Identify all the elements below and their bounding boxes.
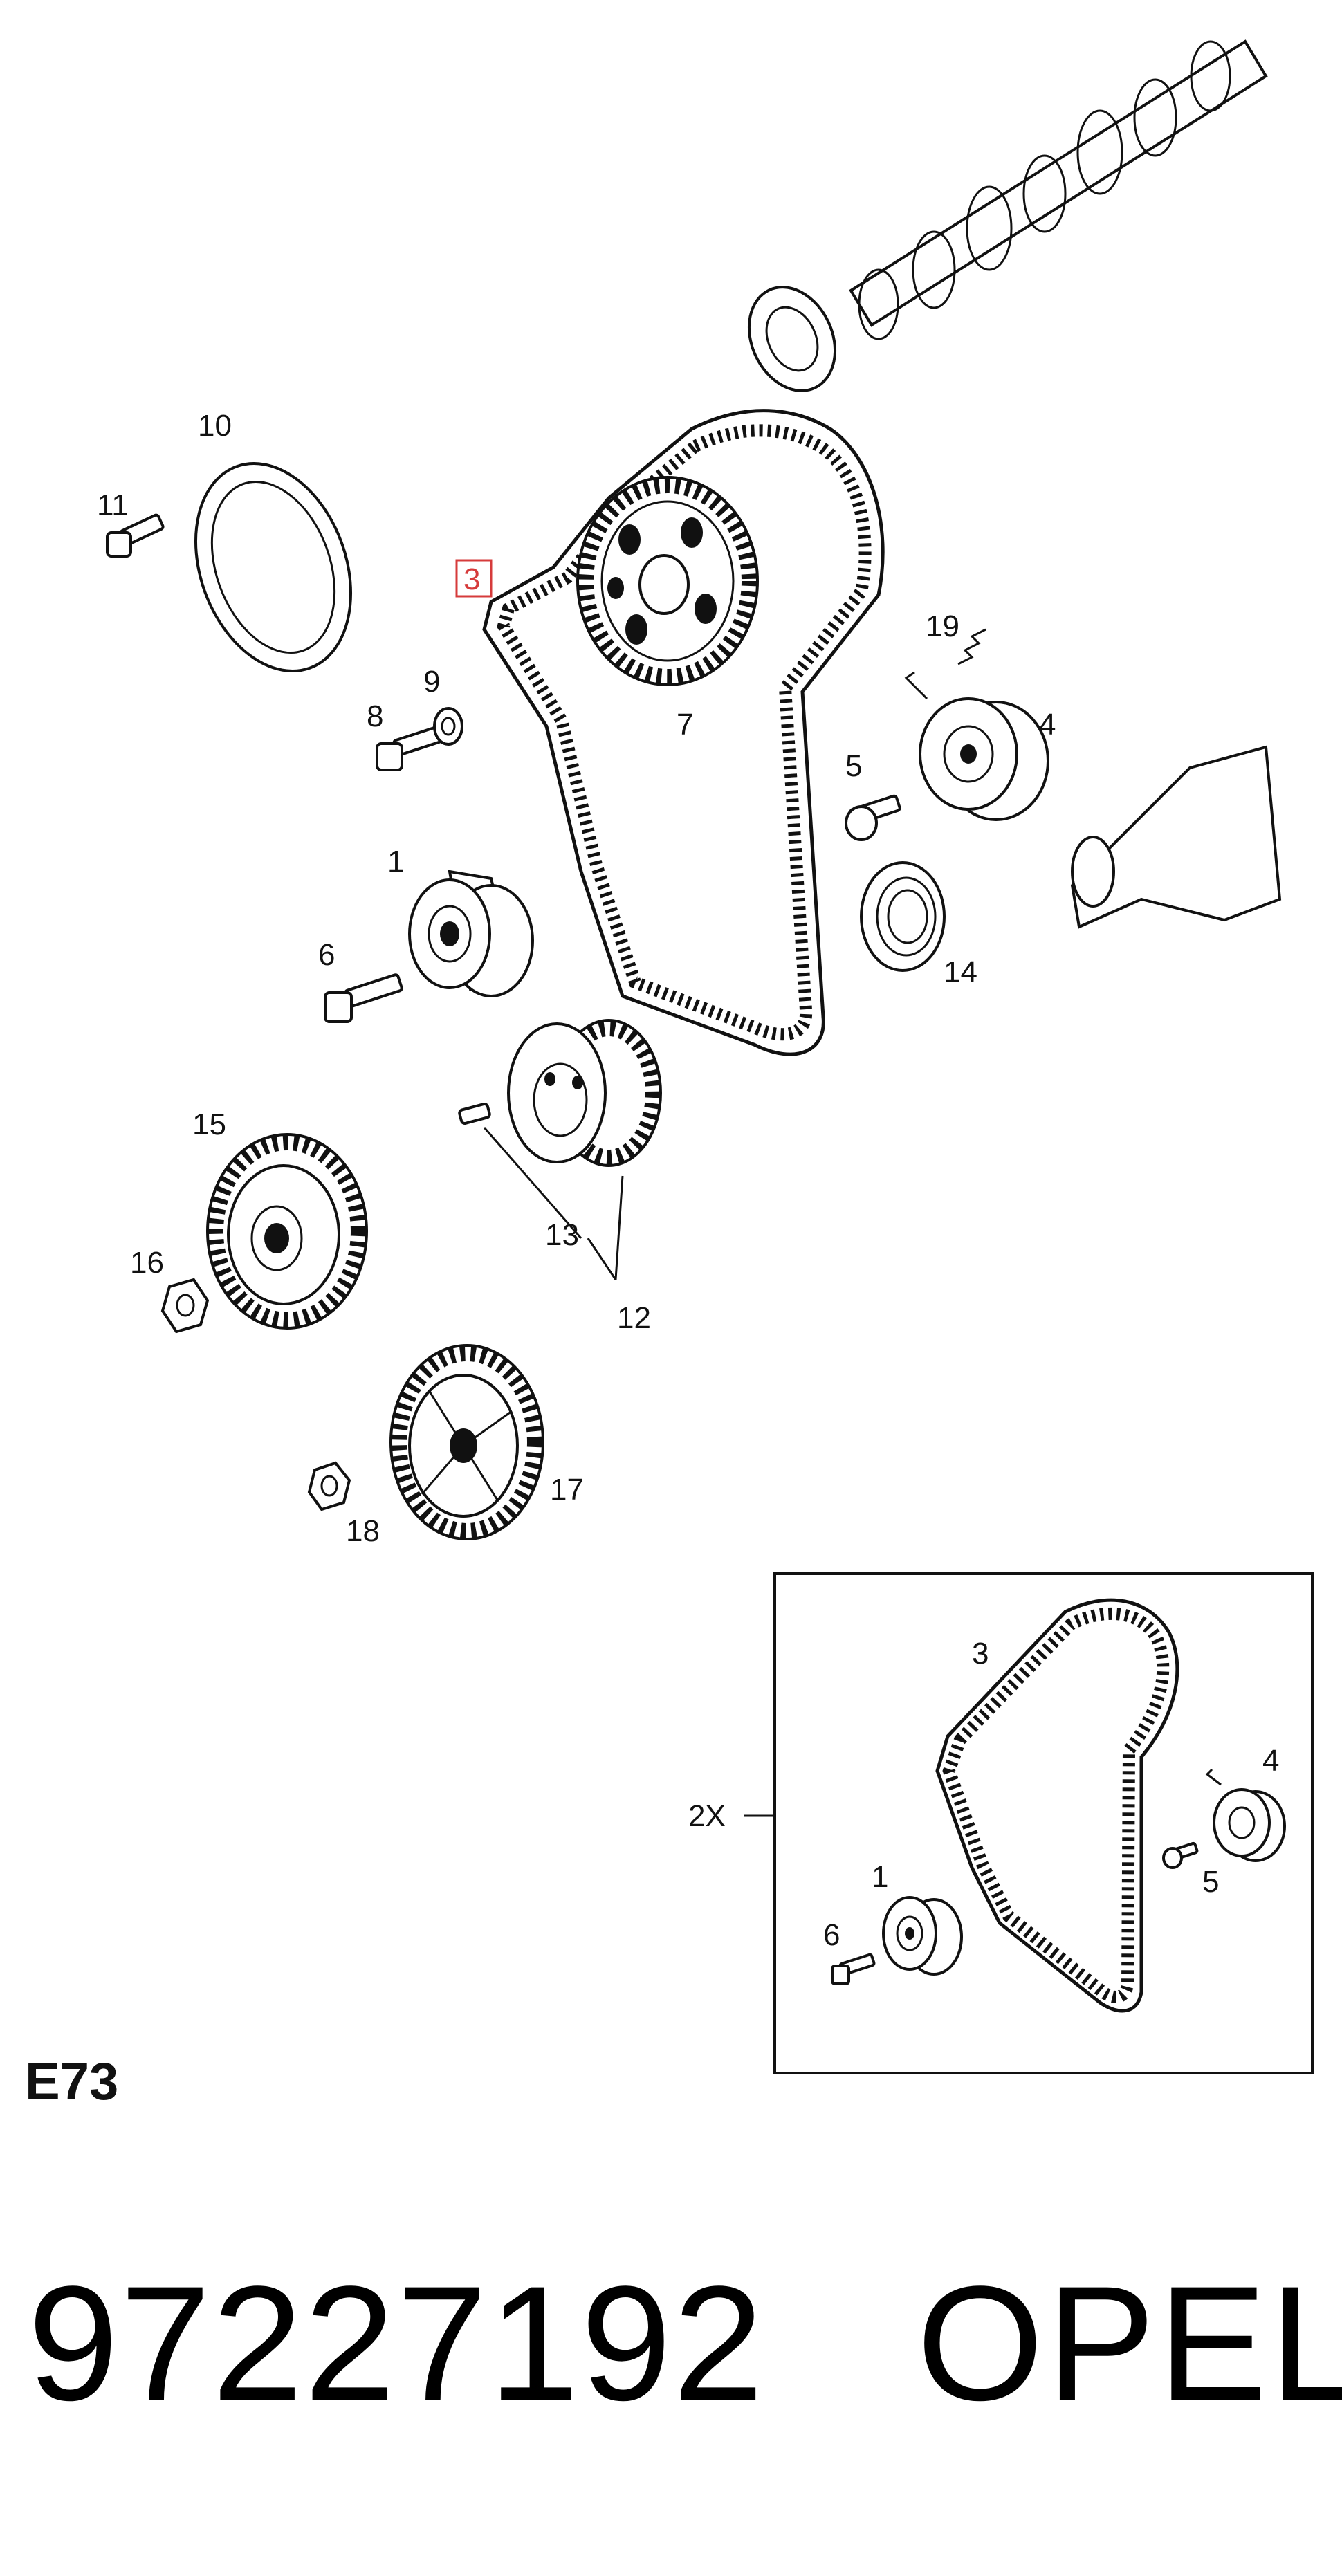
callout-10: 10 <box>198 409 232 443</box>
inset-callout-6: 6 <box>823 1918 840 1952</box>
callout-17: 17 <box>550 1473 584 1507</box>
camshaft-sprocket <box>576 476 759 686</box>
rear-cover-plate <box>194 461 353 673</box>
callout-8: 8 <box>367 699 383 733</box>
inset-callout-4: 4 <box>1262 1744 1279 1778</box>
gear-17 <box>389 1344 544 1540</box>
callout-16: 16 <box>130 1246 164 1280</box>
bolt-5 <box>845 794 901 841</box>
callout-7: 7 <box>677 708 693 742</box>
bolt-6 <box>324 973 403 1023</box>
seal-14 <box>860 861 946 972</box>
part-number: 97227192 <box>28 2252 766 2435</box>
inset-bolt-5 <box>1162 1841 1199 1869</box>
bolt-11 <box>106 513 165 558</box>
selected-part-highlight[interactable] <box>455 559 493 598</box>
leader-lines <box>483 1127 624 1280</box>
callout-11: 11 <box>97 488 129 522</box>
spring-19 <box>957 628 986 665</box>
callout-14: 14 <box>944 955 977 989</box>
gear-15 <box>206 1133 368 1330</box>
section-code: E73 <box>25 2052 119 2111</box>
inset-timing-belt <box>935 1598 1179 2013</box>
nut-16 <box>160 1278 210 1334</box>
callout-9: 9 <box>423 665 440 699</box>
tensioner-pulley <box>904 671 1049 821</box>
callout-3-selected[interactable]: 3 <box>463 562 480 596</box>
callout-18: 18 <box>346 1514 380 1548</box>
nut-18 <box>307 1461 351 1511</box>
inset-tensioner-pulley <box>1205 1768 1286 1862</box>
crankshaft-sprocket <box>507 1019 662 1167</box>
callout-19: 19 <box>926 609 959 643</box>
camshaft-seal <box>747 286 837 392</box>
idler-pulley <box>408 870 534 997</box>
inset-callout-5: 5 <box>1202 1865 1219 1899</box>
callout-13: 13 <box>545 1218 579 1252</box>
bolt-8 <box>376 725 445 771</box>
woodruff-key-13 <box>458 1103 491 1125</box>
inset-bolt-6 <box>831 1953 876 1985</box>
callout-1: 1 <box>387 845 404 878</box>
callout-5: 5 <box>845 749 862 783</box>
callout-6: 6 <box>318 938 335 972</box>
inset-callout-1: 1 <box>872 1860 888 1894</box>
callout-15: 15 <box>192 1107 226 1141</box>
timing-belt <box>482 409 885 1056</box>
inset-callout-3: 3 <box>972 1637 989 1671</box>
crankshaft <box>1070 745 1282 929</box>
camshaft <box>849 39 1268 340</box>
callout-4: 4 <box>1039 708 1056 742</box>
kit-inset-box: 2X 3 4 5 1 6 <box>688 1572 1314 2074</box>
washer-9 <box>433 707 463 746</box>
inset-idler-pulley <box>882 1896 963 1976</box>
brand-name: OPEL <box>917 2252 1342 2435</box>
inset-quantity: 2X <box>688 1799 726 1833</box>
callout-12: 12 <box>617 1301 651 1335</box>
